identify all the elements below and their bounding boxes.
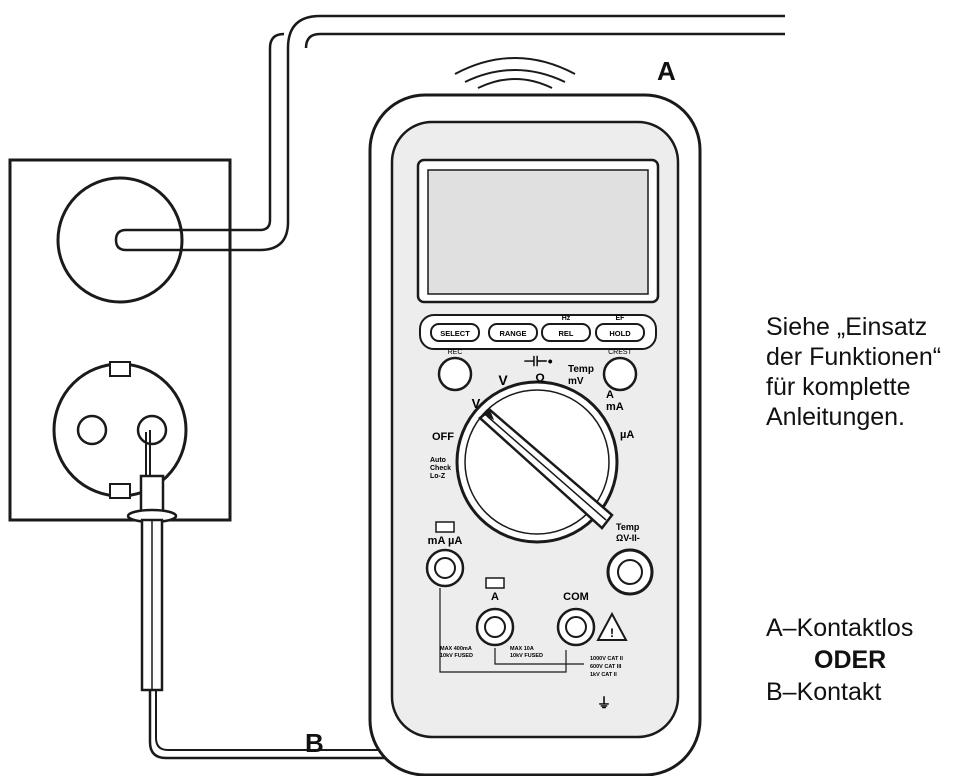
outlet-hole-left	[76, 414, 108, 446]
warning-icon	[596, 611, 628, 641]
dial-label-v-dc: V	[498, 372, 508, 388]
button-top-label-rel: Hz	[562, 315, 571, 322]
button-label-hold: HOLD	[609, 329, 631, 338]
probe-collar	[139, 474, 165, 514]
crest-button[interactable]	[602, 356, 638, 392]
button-label-select: SELECT	[440, 329, 470, 338]
power-cable-inner	[114, 14, 785, 252]
mode-contactless: A–Kontaktlos	[766, 614, 914, 642]
jack-label-a: A	[491, 591, 499, 603]
dial-pointer-line	[486, 415, 607, 521]
jack-temp-v-inner	[617, 559, 643, 585]
marker-a: A	[657, 56, 676, 86]
fuse-guide-left	[439, 588, 567, 673]
rotary-dial-rim	[464, 389, 610, 535]
marker-b: B	[305, 728, 324, 758]
power-cable-outer-top	[304, 32, 785, 49]
button-top-label-hold: EF	[616, 315, 626, 322]
caption-line-4: Anleitungen.	[766, 403, 906, 431]
dial-pointer-tip	[482, 410, 494, 420]
outlet-hole-right	[136, 414, 168, 446]
dial-label-off: OFF	[432, 431, 454, 443]
mode-legend: A–Kontaktlos ODER B–Kontakt	[766, 612, 913, 708]
crest-label: CREST	[608, 349, 632, 356]
button-label-range: RANGE	[499, 329, 526, 338]
button-select[interactable]	[430, 323, 480, 342]
dial-label-v-ac: V	[472, 396, 481, 411]
contactless-wave-3	[477, 78, 553, 89]
button-rel[interactable]	[541, 323, 591, 342]
lcd-display	[427, 169, 649, 295]
jack-ma-ua-inner	[434, 557, 456, 579]
mode-contact: B–Kontakt	[766, 678, 882, 706]
outlet-ground-clip-top	[109, 361, 131, 377]
button-hold[interactable]	[595, 323, 645, 342]
ground-icon: ⏚	[597, 695, 611, 711]
button-range[interactable]	[488, 323, 538, 342]
dial-label-ohm: Ω	[535, 371, 545, 385]
caption-line-3: für komplette	[766, 373, 911, 401]
fuse-guide-right	[494, 648, 584, 665]
fuse-icon-center	[485, 577, 505, 589]
jack-com-inner	[565, 616, 587, 638]
caption-line-2: der Funktionen“	[766, 343, 942, 371]
contactless-wave-1	[454, 57, 576, 75]
button-label-rel: REL	[559, 329, 574, 338]
rec-label: REC	[448, 349, 463, 356]
caption-line-1: Siehe „Einsatz	[766, 313, 928, 341]
rec-button[interactable]	[437, 356, 473, 392]
contactless-wave-2	[464, 69, 566, 83]
instruction-caption: Siehe „Einsatz der Funktionen“ für kompl…	[766, 312, 941, 432]
outlet-ground-clip-bottom	[109, 483, 131, 499]
warning-icon-mark: !	[610, 626, 614, 640]
jack-label-com: COM	[563, 591, 589, 603]
jack-label-ma-ua: mA µA	[428, 535, 463, 547]
jack-a-inner	[484, 616, 506, 638]
dial-label-diode-icon: ⊣⊢•	[523, 353, 552, 369]
fuse-icon-left	[435, 521, 455, 533]
dial-label-ua: µA	[620, 429, 634, 441]
mode-or: ODER	[814, 646, 887, 674]
upper-outlet	[56, 176, 184, 304]
